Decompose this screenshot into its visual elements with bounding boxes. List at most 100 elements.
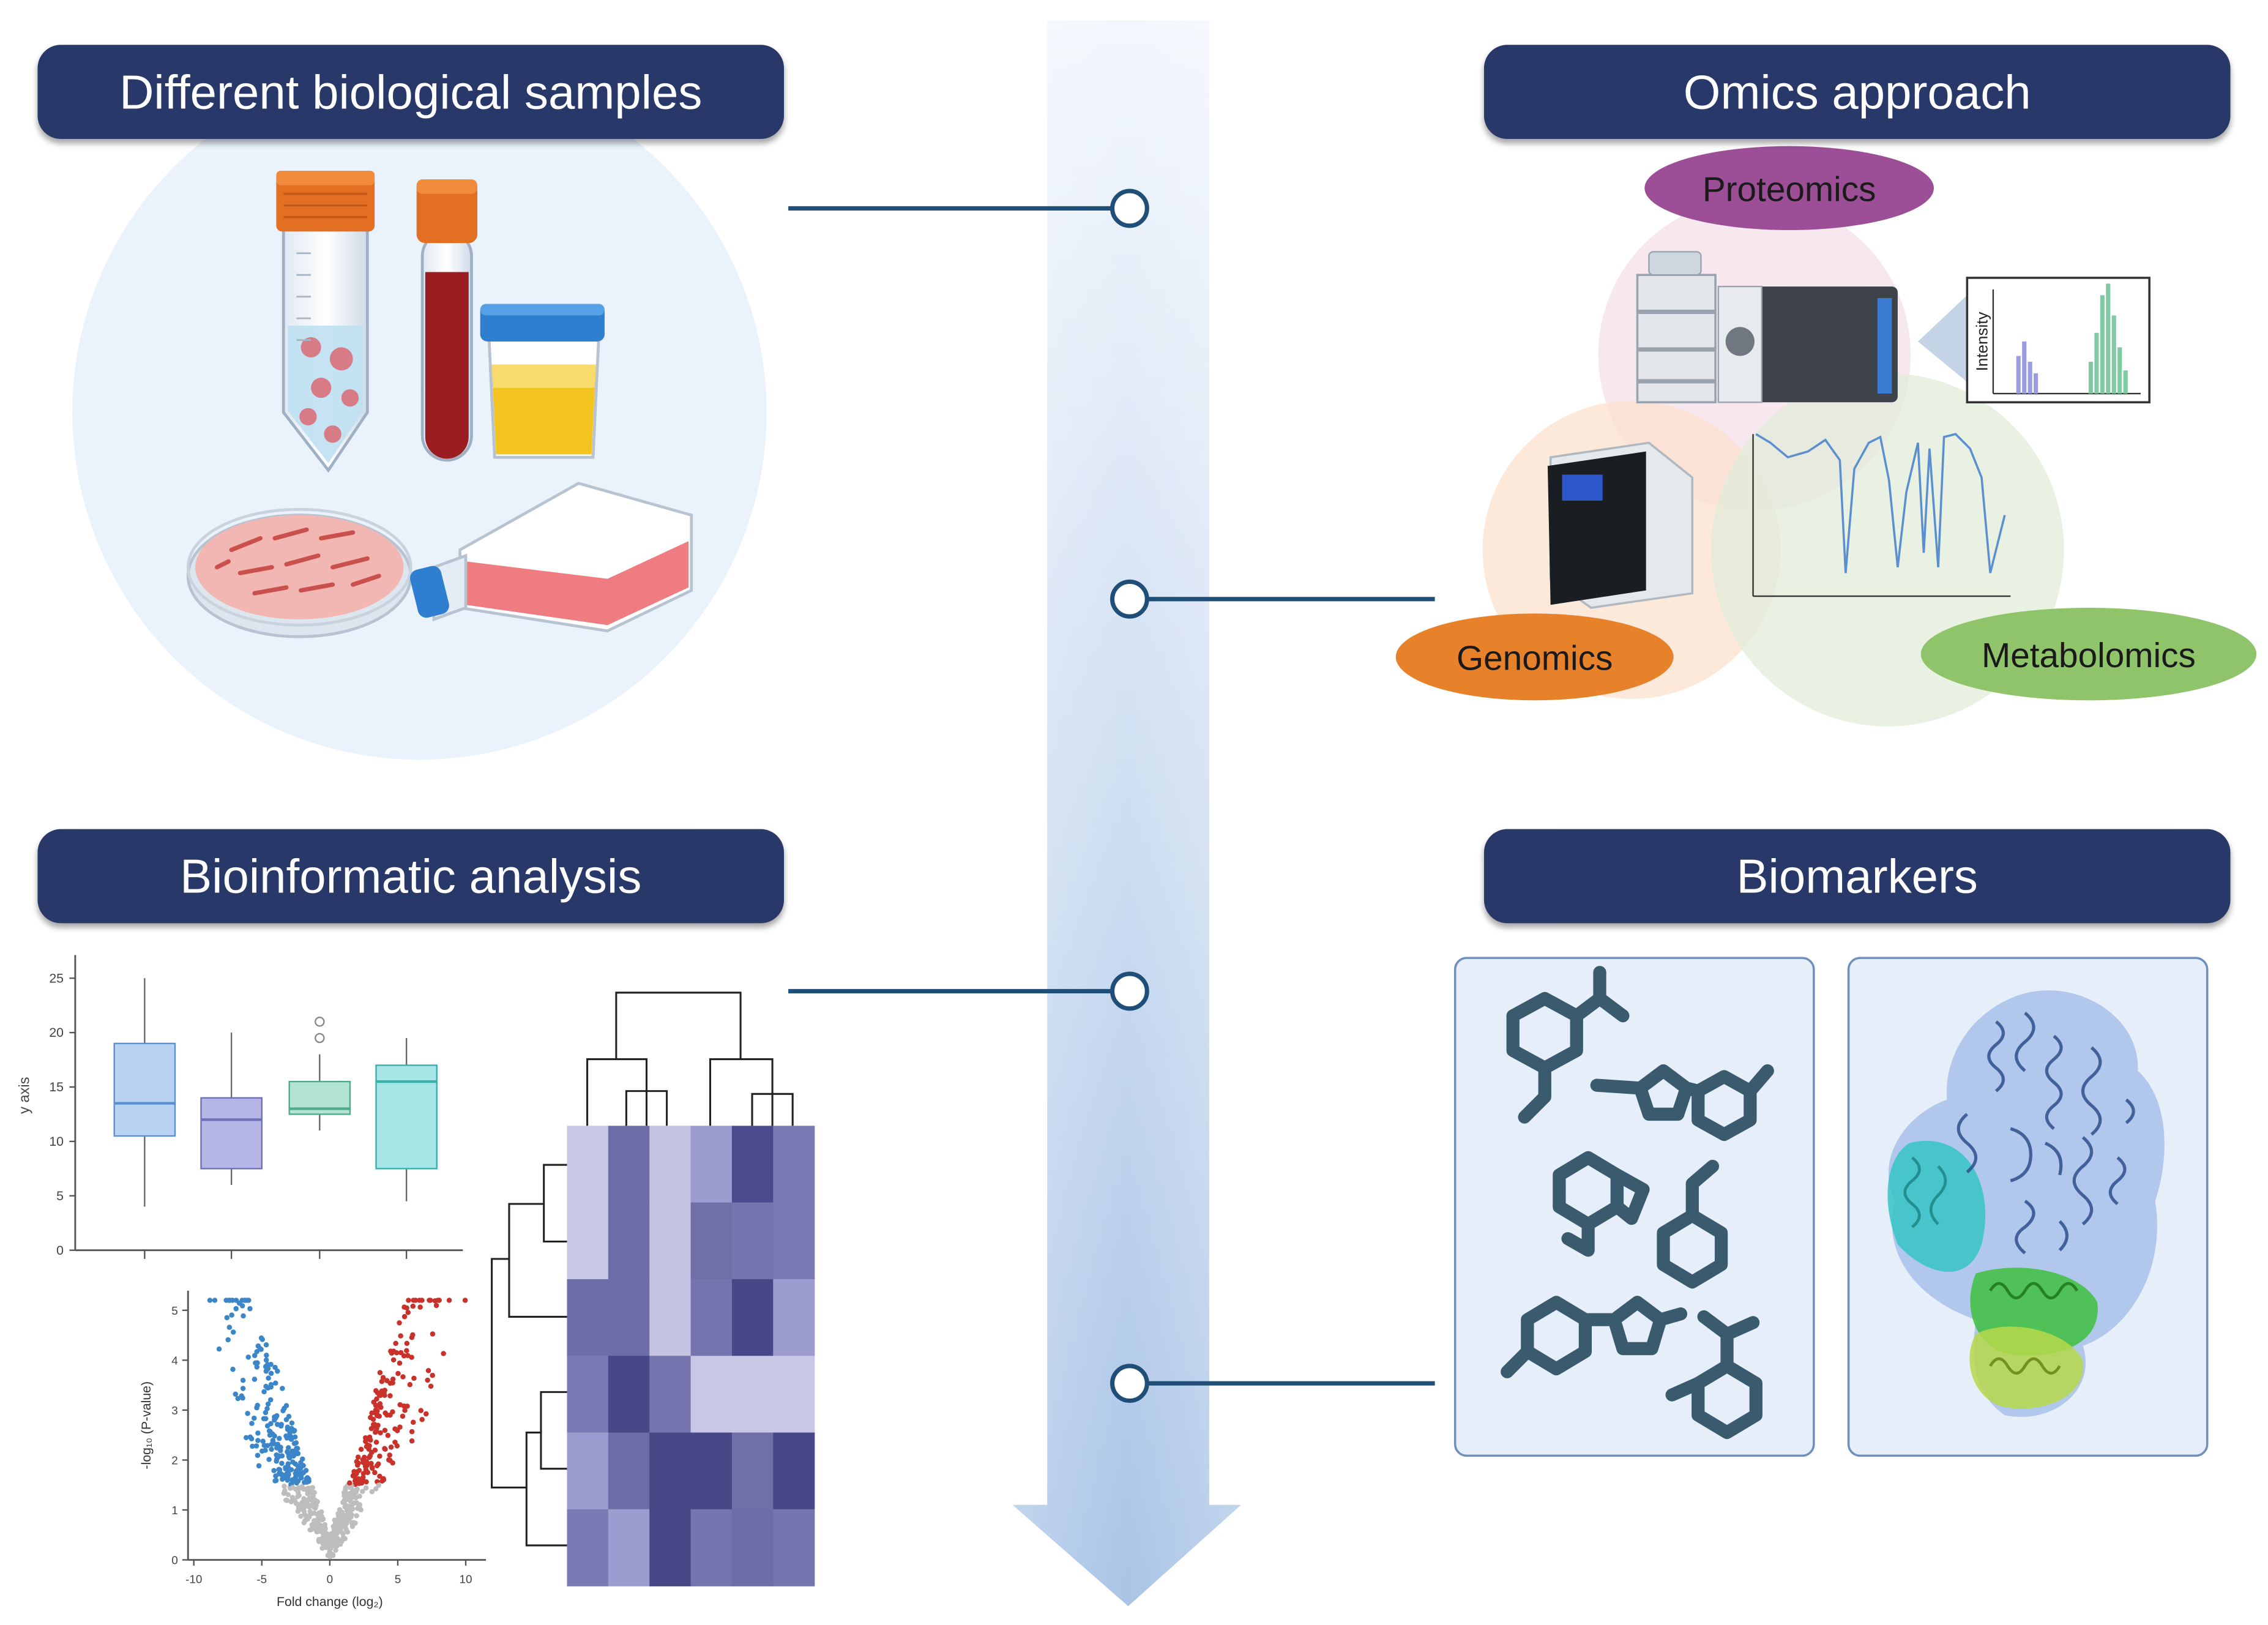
volcano-point bbox=[388, 1348, 394, 1354]
boxplot-y-tick: 10 bbox=[49, 1134, 64, 1149]
volcano-point bbox=[230, 1366, 236, 1372]
volcano-point bbox=[393, 1340, 398, 1347]
volcano-point bbox=[382, 1446, 388, 1452]
volcano-point bbox=[381, 1477, 387, 1483]
volcano-point bbox=[255, 1402, 260, 1408]
volcano-point bbox=[360, 1489, 365, 1495]
heatmap-cell bbox=[731, 1356, 774, 1433]
volcano-point bbox=[313, 1526, 318, 1532]
heatmap-cell bbox=[773, 1126, 815, 1203]
volcano-point bbox=[285, 1424, 291, 1430]
heatmap-cell bbox=[731, 1279, 774, 1356]
volcano-point bbox=[233, 1298, 239, 1303]
heatmap-cell bbox=[608, 1126, 650, 1203]
volcano-point bbox=[272, 1433, 277, 1439]
volcano-y-tick: 2 bbox=[171, 1455, 178, 1468]
volcano-point bbox=[394, 1350, 400, 1356]
volcano-point bbox=[405, 1310, 411, 1315]
volcano-point bbox=[296, 1493, 302, 1498]
volcano-point bbox=[388, 1444, 394, 1450]
volcano-x-tick: -10 bbox=[185, 1573, 202, 1586]
volcano-y-tick: 1 bbox=[171, 1504, 178, 1517]
boxplot-y-tick: 25 bbox=[49, 971, 64, 985]
heatmap-cell bbox=[731, 1126, 774, 1203]
volcano-point bbox=[328, 1531, 334, 1537]
volcano-point bbox=[354, 1459, 360, 1465]
volcano-point bbox=[233, 1306, 239, 1312]
volcano-point bbox=[286, 1454, 292, 1459]
boxplot-box bbox=[200, 1033, 263, 1259]
volcano-point bbox=[367, 1454, 372, 1460]
volcano-point bbox=[291, 1453, 296, 1459]
heatmap-cell bbox=[649, 1279, 692, 1356]
heatmap-cell bbox=[731, 1509, 774, 1586]
volcano-y-tick: 0 bbox=[171, 1555, 178, 1567]
volcano-point bbox=[378, 1430, 383, 1436]
volcano-point bbox=[410, 1303, 416, 1309]
volcano-point bbox=[273, 1477, 279, 1484]
volcano-point bbox=[384, 1378, 390, 1383]
volcano-point bbox=[405, 1403, 410, 1409]
heatmap-cell bbox=[773, 1432, 815, 1510]
volcano-point bbox=[394, 1443, 400, 1449]
heatmap-dendrogram bbox=[491, 992, 815, 1586]
volcano-point bbox=[264, 1443, 270, 1449]
volcano-point bbox=[337, 1541, 343, 1547]
volcano-point bbox=[291, 1427, 297, 1433]
volcano-point bbox=[376, 1392, 382, 1398]
volcano-point bbox=[263, 1410, 269, 1416]
bioinformatics-title: Bioinformatic analysis bbox=[180, 848, 642, 903]
volcano-point bbox=[225, 1337, 231, 1343]
omics-title-banner: Omics approach bbox=[1483, 45, 2231, 139]
volcano-point bbox=[428, 1298, 433, 1303]
volcano-point bbox=[372, 1470, 378, 1476]
volcano-point bbox=[432, 1298, 438, 1304]
boxplot-outlier bbox=[315, 1033, 325, 1044]
volcano-point bbox=[347, 1480, 353, 1486]
volcano-point bbox=[299, 1500, 305, 1506]
volcano-point bbox=[273, 1473, 278, 1479]
volcano-point bbox=[312, 1497, 318, 1503]
volcano-point bbox=[254, 1360, 260, 1365]
volcano-point bbox=[263, 1448, 268, 1453]
boxplot-y-tick: 0 bbox=[56, 1243, 64, 1258]
volcano-point bbox=[315, 1523, 321, 1528]
volcano-point bbox=[266, 1375, 271, 1381]
genomics-label: Genomics bbox=[1457, 640, 1613, 678]
connector-samples bbox=[788, 189, 1149, 228]
volcano-point bbox=[411, 1298, 416, 1303]
volcano-point bbox=[288, 1467, 294, 1473]
volcano-point bbox=[373, 1388, 379, 1394]
volcano-point bbox=[265, 1385, 270, 1391]
volcano-point bbox=[356, 1481, 362, 1487]
boxplot-y-tick: 20 bbox=[49, 1025, 64, 1040]
volcano-point bbox=[229, 1312, 234, 1318]
volcano-point bbox=[233, 1391, 239, 1397]
chromatogram-illustration bbox=[1752, 433, 2011, 597]
boxplot-y-tick: 15 bbox=[49, 1080, 64, 1094]
volcano-point bbox=[311, 1519, 318, 1525]
volcano-x-axis-label: Fold change (log₂) bbox=[277, 1594, 383, 1609]
volcano-y-axis-label: -log₁₀ (P-value) bbox=[139, 1381, 154, 1470]
volcano-point bbox=[430, 1331, 436, 1337]
volcano-point bbox=[310, 1485, 316, 1490]
sequencer-illustration bbox=[1547, 441, 1694, 609]
volcano-point bbox=[319, 1514, 324, 1519]
volcano-point bbox=[247, 1306, 253, 1312]
volcano-point bbox=[387, 1393, 393, 1399]
volcano-point bbox=[411, 1375, 417, 1381]
heatmap-cell bbox=[731, 1202, 774, 1280]
volcano-point bbox=[333, 1547, 338, 1553]
volcano-point bbox=[300, 1506, 306, 1512]
volcano-point bbox=[282, 1488, 288, 1493]
volcano-x-tick: 10 bbox=[460, 1573, 472, 1586]
volcano-point bbox=[355, 1454, 361, 1460]
volcano-point bbox=[277, 1435, 282, 1441]
volcano-point bbox=[260, 1438, 266, 1444]
volcano-point bbox=[276, 1454, 282, 1460]
heatmap-cell bbox=[567, 1509, 609, 1586]
volcano-point bbox=[254, 1364, 260, 1370]
volcano-point bbox=[271, 1468, 277, 1473]
volcano-point bbox=[333, 1536, 339, 1542]
metabolomics-oval bbox=[1920, 607, 2257, 701]
